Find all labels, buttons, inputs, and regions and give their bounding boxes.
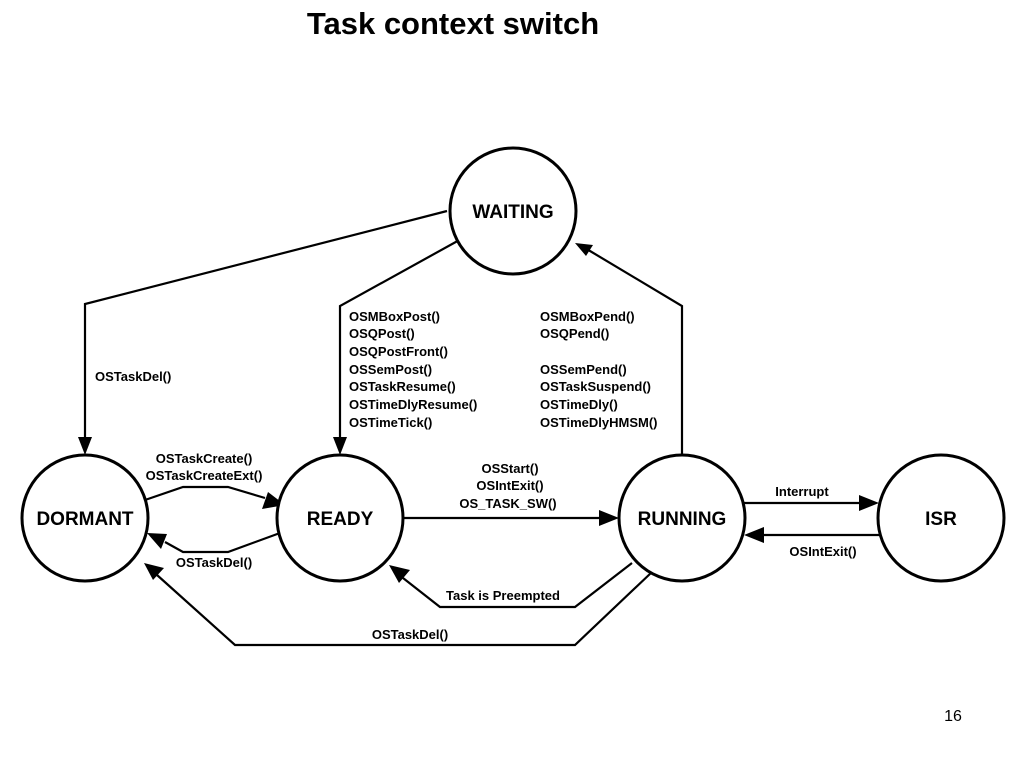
edge-running-to-isr xyxy=(742,495,879,511)
state-isr: ISR xyxy=(876,453,1006,583)
edge-label-line: OSIntExit() xyxy=(789,544,856,559)
edge-label-line: OSTaskSuspend() xyxy=(540,379,651,394)
edge-dormant-to-ready xyxy=(144,485,285,509)
edge-label-line: OSSemPend() xyxy=(540,362,627,377)
edge-label-line: OSQPend() xyxy=(540,326,609,341)
edge-waiting-to-dormant xyxy=(78,209,448,455)
edge-label-line: OSTaskDel() xyxy=(95,369,171,384)
edge-running-to-dormant xyxy=(144,563,653,647)
edge-running-to-ready xyxy=(389,562,633,609)
label-running-to-isr: Interrupt xyxy=(775,484,829,499)
state-running: RUNNING xyxy=(617,453,747,583)
edge-ready-to-running xyxy=(404,510,619,526)
edge-label-line: OS_TASK_SW() xyxy=(459,496,556,511)
label-ready-to-running: OSStart() OSIntExit() OS_TASK_SW() xyxy=(459,461,556,511)
edge-label-line: OSTimeTick() xyxy=(349,415,432,430)
label-waiting-to-ready: OSMBoxPost() OSQPost() OSQPostFront() OS… xyxy=(349,309,477,430)
label-running-to-dormant: OSTaskDel() xyxy=(372,627,448,642)
edge-label-line: OSTaskCreate() xyxy=(156,451,253,466)
state-isr-label: ISR xyxy=(925,509,957,530)
edge-isr-to-running xyxy=(744,527,881,543)
edge-label-line: OSTimeDlyHMSM() xyxy=(540,415,658,430)
edge-label-line: OSTaskDel() xyxy=(372,627,448,642)
state-running-label: RUNNING xyxy=(638,509,727,530)
edge-label-line: OSTimeDlyResume() xyxy=(349,397,477,412)
label-dormant-to-ready: OSTaskCreate() OSTaskCreateExt() xyxy=(146,451,263,483)
edge-label-line: OSTaskResume() xyxy=(349,379,456,394)
edge-label-line: OSStart() xyxy=(481,461,538,476)
label-isr-to-running: OSIntExit() xyxy=(789,544,856,559)
label-waiting-to-dormant: OSTaskDel() xyxy=(95,369,171,384)
edge-running-to-waiting xyxy=(575,243,684,455)
edge-label-line: OSTimeDly() xyxy=(540,397,618,412)
edge-label-line: Interrupt xyxy=(775,484,829,499)
edge-label-line: OSIntExit() xyxy=(476,478,543,493)
edge-label-line: OSTaskCreateExt() xyxy=(146,468,263,483)
slide-title: Task context switch xyxy=(306,6,600,41)
state-ready: READY xyxy=(275,453,405,583)
state-dormant: DORMANT xyxy=(20,453,150,583)
state-waiting-label: WAITING xyxy=(472,202,553,223)
edge-label-line: OSMBoxPend() xyxy=(540,309,635,324)
label-running-to-waiting: OSMBoxPend() OSQPend() OSSemPend() OSTas… xyxy=(540,309,658,430)
state-waiting: WAITING xyxy=(448,146,578,276)
state-ready-label: READY xyxy=(307,509,374,530)
edge-label-line: Task is Preempted xyxy=(446,588,560,603)
edge-ready-to-dormant xyxy=(147,531,281,554)
edge-label-line: OSSemPost() xyxy=(349,362,432,377)
edge-label-line: OSTaskDel() xyxy=(176,555,252,570)
edge-label-line: OSQPostFront() xyxy=(349,344,448,359)
edge-label-line: OSMBoxPost() xyxy=(349,309,440,324)
label-ready-to-dormant: OSTaskDel() xyxy=(176,555,252,570)
state-dormant-label: DORMANT xyxy=(36,509,133,530)
page-number: 16 xyxy=(944,708,962,725)
edge-waiting-to-ready xyxy=(333,237,464,455)
edge-label-line: OSQPost() xyxy=(349,326,415,341)
label-running-to-ready: Task is Preempted xyxy=(446,588,560,603)
